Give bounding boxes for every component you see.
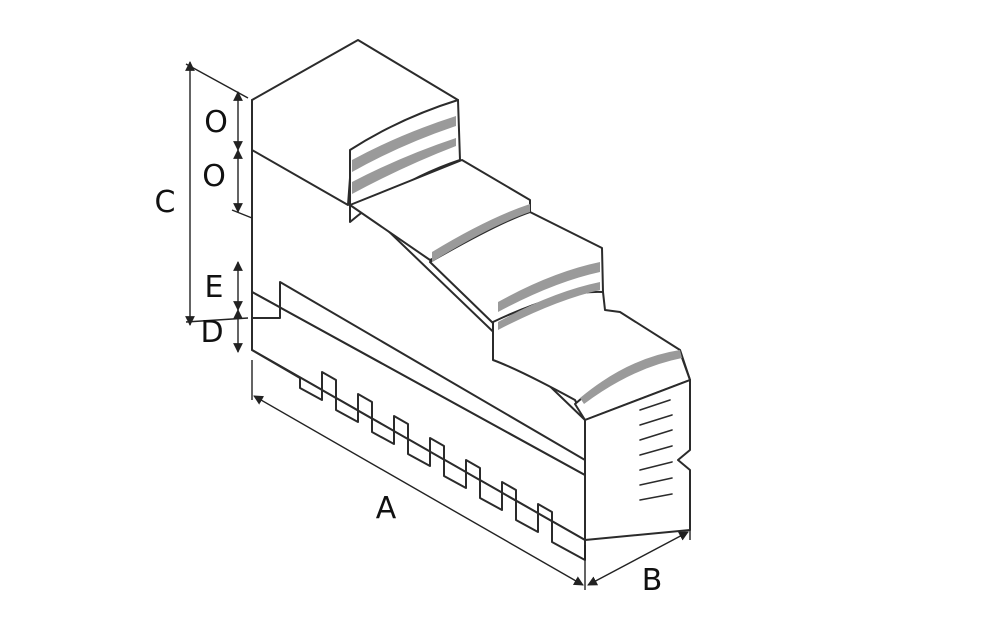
step-1-groove-2	[352, 138, 456, 194]
label-o-top: O	[204, 105, 228, 140]
groove-shading	[352, 116, 682, 404]
step-3-groove-2	[498, 282, 600, 330]
label-e: E	[205, 270, 224, 305]
step-3-groove	[498, 262, 600, 312]
end-serrations	[639, 399, 673, 501]
label-b: B	[642, 563, 663, 598]
step-1-groove	[352, 116, 456, 172]
dim-b-line	[587, 531, 689, 586]
step-3-top-groove	[580, 350, 682, 404]
dimension-labels: O O C E D A B	[155, 105, 663, 598]
step-2-groove	[432, 204, 530, 262]
label-c: C	[155, 185, 176, 220]
label-d: D	[200, 315, 223, 350]
label-a: A	[376, 491, 397, 526]
dimension-lines	[185, 61, 691, 590]
label-o-mid: O	[202, 159, 226, 194]
dim-a-line	[253, 395, 584, 586]
